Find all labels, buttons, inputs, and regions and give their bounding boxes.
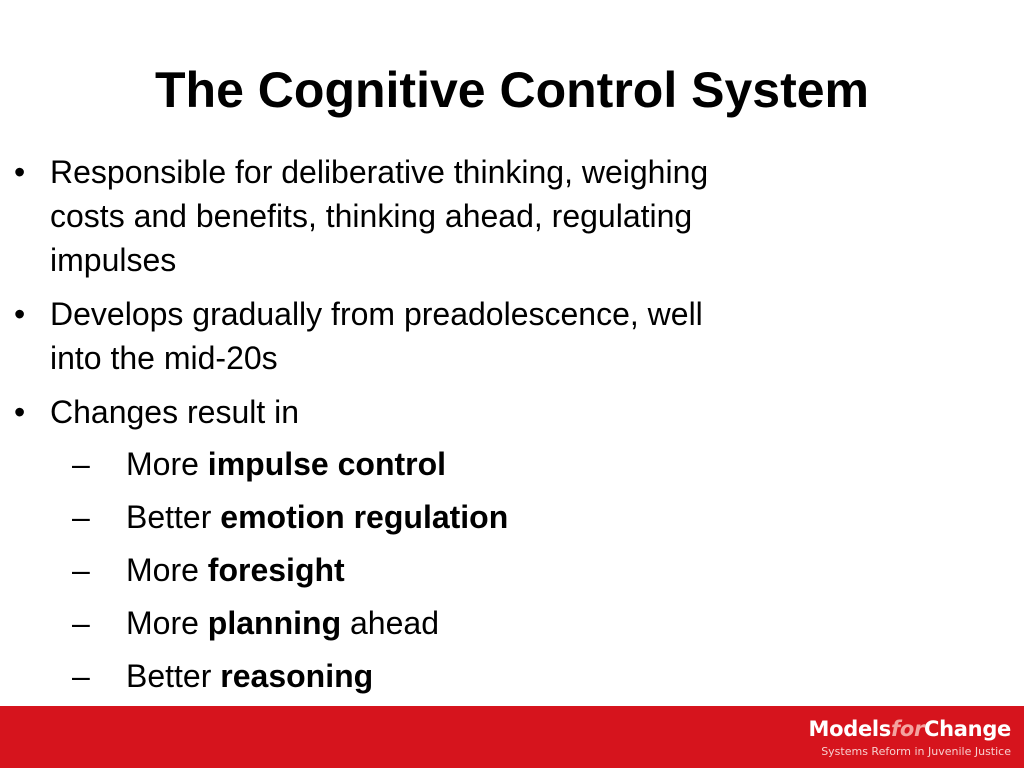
sub-item-dash: – [72, 552, 90, 588]
bullet-marker: • [14, 296, 26, 332]
bullet-text-line: into the mid-20s [50, 340, 278, 376]
slide-title: The Cognitive Control System [155, 62, 869, 118]
sub-item-dash: – [72, 446, 90, 482]
sub-item-dash: – [72, 499, 90, 535]
sub-item-text: More [126, 446, 208, 482]
logo-wordmark: ModelsforChange [809, 714, 1012, 744]
models-for-change-logo: ModelsforChange Systems Reform in Juveni… [809, 714, 1012, 760]
logo-change: Change [924, 717, 1011, 741]
sub-item-dash: – [72, 605, 90, 641]
sub-item-emphasis: impulse control [207, 446, 447, 482]
sub-item: – More impulse control [14, 438, 914, 491]
sub-item-text: More [126, 552, 208, 588]
bullet-text-line: impulses [50, 242, 177, 278]
bullet-text-line: costs and benefits, thinking ahead, regu… [50, 198, 693, 234]
bullet-item: • Changes result in [14, 390, 914, 434]
bullet-marker: • [14, 154, 26, 190]
sub-item: – More planning ahead [14, 597, 914, 650]
sub-item: – Better emotion regulation [14, 491, 914, 544]
logo-models: Models [808, 717, 892, 741]
sub-item-text: Better [126, 499, 221, 535]
sub-item: – Better reasoning [14, 650, 914, 703]
sub-item-emphasis: reasoning [220, 658, 374, 694]
sub-item-trailing: ahead [341, 605, 439, 641]
sub-item-emphasis: emotion regulation [220, 499, 509, 535]
logo-tagline: Systems Reform in Juvenile Justice [821, 745, 1011, 758]
sub-item-dash: – [72, 658, 90, 694]
sub-item-text: Better [126, 658, 221, 694]
footer-band: ModelsforChange Systems Reform in Juveni… [0, 706, 1024, 768]
bullet-item: • Develops gradually from preadolescence… [14, 292, 914, 380]
bullet-marker: • [14, 394, 26, 430]
bullet-item: • Responsible for deliberative thinking,… [14, 150, 914, 282]
bullet-text-line: Responsible for deliberative thinking, w… [50, 154, 709, 190]
bullet-text-line: Develops gradually from preadolescence, … [50, 296, 703, 332]
sub-item-emphasis: planning [207, 605, 342, 641]
sub-item-text: More [126, 605, 208, 641]
bullet-list: • Responsible for deliberative thinking,… [14, 150, 914, 703]
sub-item: – More foresight [14, 544, 914, 597]
logo-for: for [891, 717, 925, 741]
bullet-text-line: Changes result in [50, 394, 300, 430]
sub-item-emphasis: foresight [207, 552, 345, 588]
